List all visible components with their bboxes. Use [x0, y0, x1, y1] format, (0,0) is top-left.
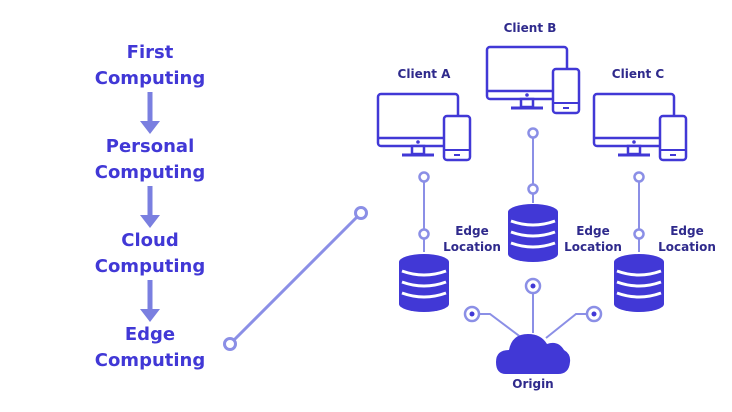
client-b-device-icon	[485, 45, 581, 115]
edge-database-left-icon	[397, 252, 451, 314]
evolution-arrow-2	[140, 186, 160, 228]
client-c-device-icon	[592, 92, 688, 162]
stage-personal-computing: Personal Computing	[94, 136, 206, 183]
pointer-connector	[223, 206, 368, 351]
client-a-label: Client A	[397, 67, 451, 81]
stage-edge-computing: Edge Computing	[94, 324, 206, 371]
connector-client-c	[633, 171, 645, 252]
connector-client-b	[527, 127, 539, 203]
edge-database-right-icon	[612, 252, 666, 314]
edge-location-label-left: Edge Location	[443, 224, 501, 254]
edge-database-middle-icon	[506, 202, 560, 264]
edge-location-label-right: Edge Location	[658, 224, 716, 254]
client-a-device-icon	[376, 92, 472, 162]
edge-location-label-middle: Edge Location	[564, 224, 622, 254]
origin-connectors	[463, 277, 603, 339]
origin-cloud-icon	[496, 334, 571, 374]
client-b-label: Client B	[503, 21, 557, 35]
origin-label: Origin	[512, 377, 554, 391]
connector-client-a	[418, 171, 430, 252]
evolution-arrow-3	[140, 280, 160, 322]
evolution-arrow-1	[140, 92, 160, 134]
stage-first-computing: First Computing	[94, 42, 206, 89]
stage-cloud-computing: Cloud Computing	[94, 230, 206, 277]
client-c-label: Client C	[611, 67, 665, 81]
